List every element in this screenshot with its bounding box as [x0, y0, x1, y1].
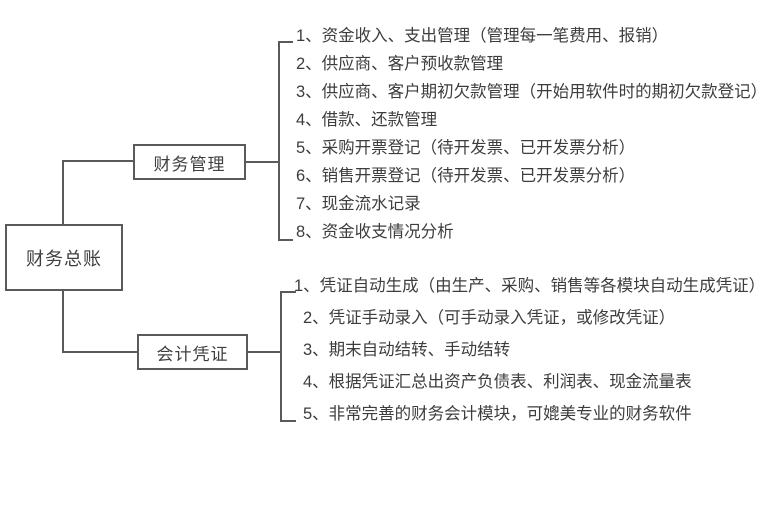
connector-finance-to-bracket [246, 161, 280, 163]
list-item: 2、凭证手动录入（可手动录入凭证，或修改凭证） [303, 309, 676, 327]
list-item: 4、根据凭证汇总出资产负债表、利润表、现金流量表 [303, 373, 692, 391]
connector-root-to-voucher-horizontal [62, 351, 138, 353]
connector-root-to-finance-vertical [62, 160, 64, 225]
list-item: 5、采购开票登记（待开发票、已开发票分析） [296, 139, 636, 157]
bracket-voucher-top-stub [280, 291, 296, 293]
list-item: 3、供应商、客户期初欠款管理（开始用软件时的期初欠款登记） [296, 83, 761, 101]
list-item: 7、现金流水记录 [296, 195, 421, 213]
node-root-label: 财务总账 [26, 248, 102, 269]
accounting-voucher-item-list: 1、凭证自动生成（由生产、采购、销售等各模块自动生成凭证） 2、凭证手动录入（可… [294, 278, 761, 438]
bracket-finance-spine [278, 41, 280, 241]
list-item: 2、供应商、客户预收款管理 [296, 55, 504, 73]
list-item: 8、资金收支情况分析 [296, 223, 454, 241]
connector-voucher-to-bracket [248, 351, 282, 353]
list-item: 1、资金收入、支出管理（管理每一笔费用、报销） [296, 27, 669, 45]
connector-root-to-voucher-vertical [62, 290, 64, 353]
connector-root-to-finance-horizontal [62, 160, 134, 162]
bracket-finance-top-stub [278, 41, 293, 43]
node-finance-management[interactable]: 财务管理 [133, 144, 246, 180]
bracket-finance-bottom-stub [278, 239, 293, 241]
list-item: 5、非常完善的财务会计模块，可媲美专业的财务软件 [303, 405, 692, 423]
bracket-voucher-spine [280, 291, 282, 422]
list-item: 3、期末自动结转、手动结转 [303, 341, 511, 359]
node-finance-management-label: 财务管理 [153, 154, 226, 174]
finance-management-item-list: 1、资金收入、支出管理（管理每一笔费用、报销） 2、供应商、客户预收款管理 3、… [296, 28, 761, 252]
list-item: 1、凭证自动生成（由生产、采购、销售等各模块自动生成凭证） [294, 277, 761, 295]
node-accounting-voucher[interactable]: 会计凭证 [137, 334, 248, 370]
bracket-voucher-bottom-stub [280, 420, 296, 422]
list-item: 4、借款、还款管理 [296, 111, 438, 129]
node-root-financial-ledger[interactable]: 财务总账 [5, 224, 123, 291]
list-item: 6、销售开票登记（待开发票、已开发票分析） [296, 167, 636, 185]
node-accounting-voucher-label: 会计凭证 [156, 344, 229, 364]
